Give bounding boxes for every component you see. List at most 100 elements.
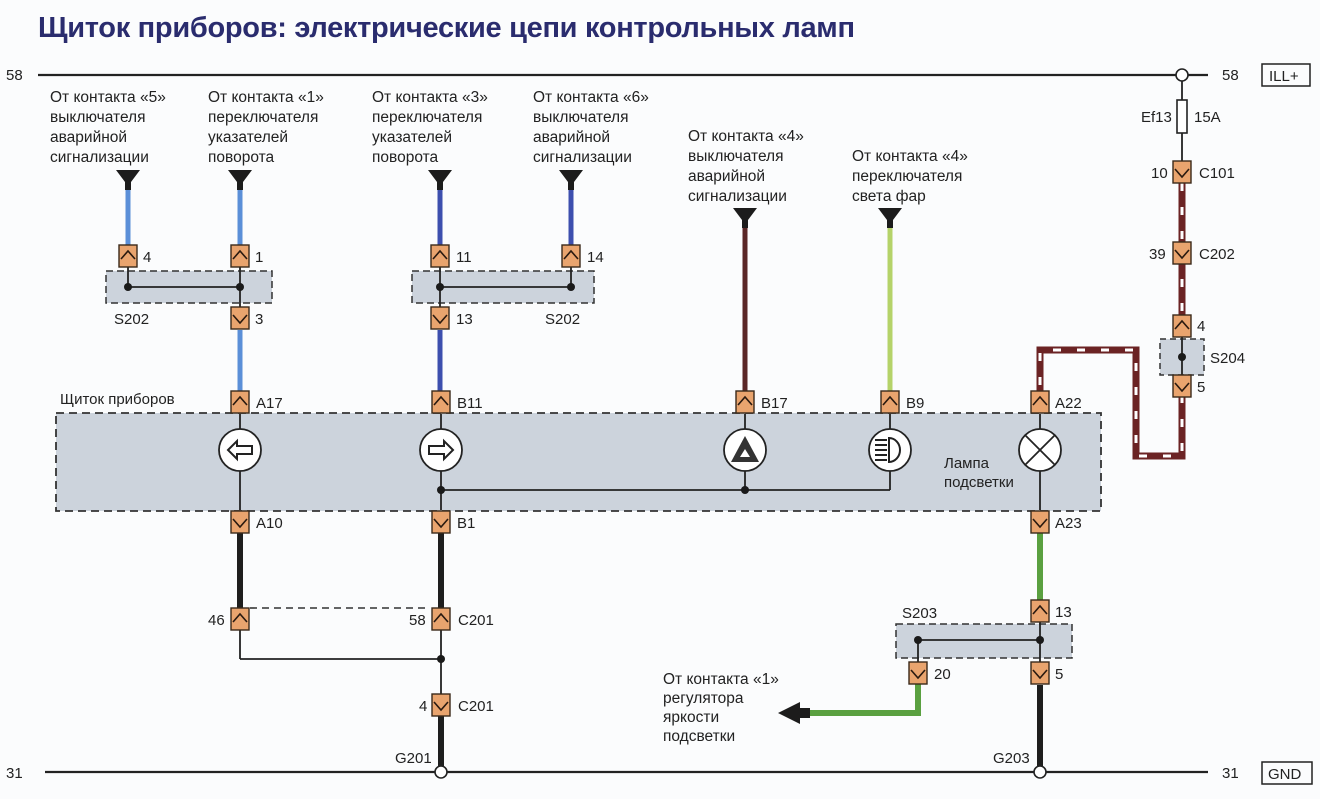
connector-c101 xyxy=(1172,160,1192,184)
rail-58: 58 58 ILL+ xyxy=(6,63,1311,87)
connector-a10 xyxy=(230,510,250,534)
connector-s204-pin5 xyxy=(1172,374,1192,398)
rail-bottom-right-number: 31 xyxy=(1222,765,1239,782)
connector-name: C101 xyxy=(1199,165,1235,182)
ill-plus-tag: ILL+ xyxy=(1269,68,1299,85)
source-arrow-icon xyxy=(116,170,140,190)
pin-label: 11 xyxy=(456,249,472,266)
pin-label: A22 xyxy=(1055,395,1082,412)
pin-label: 4 xyxy=(1197,318,1205,335)
ground-g203-point xyxy=(1033,765,1047,779)
splice-name: S203 xyxy=(902,605,937,622)
pin-label: 3 xyxy=(255,311,263,328)
connector-c201-pin4 xyxy=(431,693,451,717)
connector-name: C201 xyxy=(458,612,494,629)
source-arrow-icon xyxy=(733,208,757,228)
ill-plus-tag-box xyxy=(1261,63,1311,87)
pin-label: A10 xyxy=(256,515,283,532)
pin-label: 5 xyxy=(1055,666,1063,683)
high-beam-lamp-icon xyxy=(868,428,912,472)
turn-right-lamp-icon xyxy=(419,428,463,472)
ground-g201-point xyxy=(434,765,448,779)
pin-label: B17 xyxy=(761,395,788,412)
ill-plus-junction xyxy=(1175,68,1189,82)
pin-label: 5 xyxy=(1197,379,1205,396)
rail-bottom-left-number: 31 xyxy=(6,765,23,782)
splice-name: S202 xyxy=(114,311,149,328)
ground-g203-label: G203 xyxy=(993,750,1030,767)
pin-label: 10 xyxy=(1151,165,1168,182)
connector-s202-pin13 xyxy=(430,306,450,330)
junction-dots xyxy=(124,283,1186,663)
connector-c201-pin46 xyxy=(230,607,250,631)
rail-31: 31 31 GND xyxy=(6,761,1313,785)
ground-g201-label: G201 xyxy=(395,750,432,767)
source-arrow-icon xyxy=(428,170,452,190)
connector-s202-pin1 xyxy=(230,244,250,268)
connector-name: C202 xyxy=(1199,246,1235,263)
connector-b9 xyxy=(880,390,900,414)
fuse-ef13-icon xyxy=(1176,99,1188,134)
pin-label: 58 xyxy=(409,612,426,629)
gnd-tag-box xyxy=(1261,761,1313,785)
pin-label: B11 xyxy=(457,395,483,412)
rail-top-right-number: 58 xyxy=(1222,67,1239,84)
pin-label: 4 xyxy=(419,698,427,715)
pin-label: 4 xyxy=(143,249,151,266)
connector-c202 xyxy=(1172,241,1192,265)
pin-label: A23 xyxy=(1055,515,1082,532)
splice-name: S204 xyxy=(1210,350,1245,367)
connector-b17 xyxy=(735,390,755,414)
diagram-title: Щиток приборов: электрические цепи контр… xyxy=(38,12,855,44)
fuse-rating: 15A xyxy=(1194,109,1221,126)
connector-b11 xyxy=(431,390,451,414)
connector-a23 xyxy=(1030,510,1050,534)
pin-label: 13 xyxy=(456,311,473,328)
pin-label: 46 xyxy=(208,612,225,629)
wire-green-dimmer xyxy=(790,684,921,716)
connector-s203-pin20 xyxy=(908,661,928,685)
source-arrow-icon xyxy=(559,170,583,190)
connector-name: C201 xyxy=(458,698,494,715)
connector-a17 xyxy=(230,390,250,414)
illumination-lamp-icon xyxy=(1018,428,1062,472)
source-arrow-dimmer-icon xyxy=(778,702,810,724)
connector-a22 xyxy=(1030,390,1050,414)
connector-s202-pin14 xyxy=(561,244,581,268)
pin-label: 39 xyxy=(1149,246,1166,263)
pin-label: 20 xyxy=(934,666,951,683)
source-arrow-icon xyxy=(228,170,252,190)
pin-label: 14 xyxy=(587,249,604,266)
pin-label: 1 xyxy=(255,249,263,266)
pin-label: B1 xyxy=(457,515,475,532)
fuse-id: Ef13 xyxy=(1141,109,1172,126)
pin-label: A17 xyxy=(256,395,283,412)
gnd-tag: GND xyxy=(1268,766,1302,783)
source-arrow-icon xyxy=(878,208,902,228)
splice-s203 xyxy=(895,623,1073,659)
turn-left-lamp-icon xyxy=(218,428,262,472)
connector-s204-pin4 xyxy=(1172,314,1192,338)
connector-s202-pin3 xyxy=(230,306,250,330)
connector-s203-pin5 xyxy=(1030,661,1050,685)
connector-s203-pin13 xyxy=(1030,599,1050,623)
connector-c201-pin58 xyxy=(431,607,451,631)
rail-top-left-number: 58 xyxy=(6,67,23,84)
connector-b1 xyxy=(431,510,451,534)
splice-name: S202 xyxy=(545,311,580,328)
pin-label: 13 xyxy=(1055,604,1072,621)
connector-s202-pin11 xyxy=(430,244,450,268)
pin-label: B9 xyxy=(906,395,924,412)
connector-s202-pin4 xyxy=(118,244,138,268)
cluster-label: Щиток приборов xyxy=(60,391,175,408)
hazard-lamp-icon xyxy=(723,428,767,472)
